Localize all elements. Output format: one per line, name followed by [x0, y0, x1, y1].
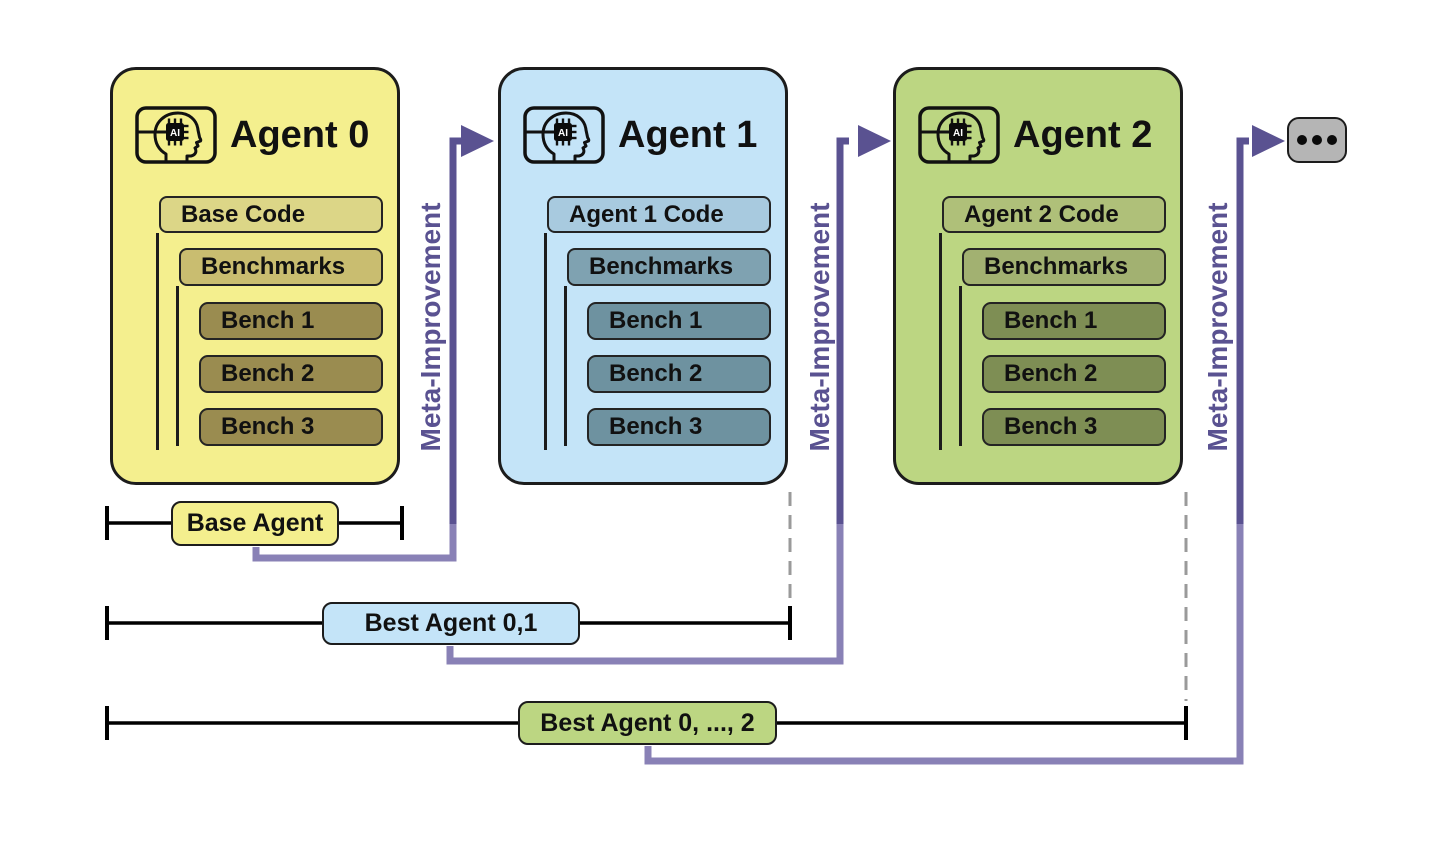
- tree-line: [176, 286, 179, 446]
- benchmarks-box: Benchmarks: [962, 248, 1166, 286]
- bench-box: Bench 2: [587, 355, 771, 393]
- meta-improvement-label-2: Meta-Improvement: [804, 202, 835, 452]
- ai-chip-label: AI: [170, 128, 180, 139]
- ai-head-chip-icon: AI: [918, 106, 1000, 164]
- bench-box: Bench 2: [199, 355, 383, 393]
- agent-card-header: AI Agent 0: [135, 106, 369, 164]
- agent-title: Agent 2: [1013, 114, 1153, 156]
- dot-icon: [1297, 135, 1307, 145]
- agent-title: Agent 0: [230, 114, 370, 156]
- meta-improvement-label-3: Meta-Improvement: [1202, 202, 1233, 452]
- agent-title: Agent 1: [618, 114, 758, 156]
- code-box: Base Code: [159, 196, 383, 233]
- bench-box: Bench 2: [982, 355, 1166, 393]
- arrowhead-icon: [1252, 125, 1285, 157]
- tree-line: [959, 286, 962, 446]
- benchmarks-box: Benchmarks: [179, 248, 383, 286]
- ai-chip-label: AI: [953, 128, 963, 139]
- tree-line: [939, 233, 942, 450]
- ai-head-chip-icon: AI: [523, 106, 605, 164]
- tree-line: [564, 286, 567, 446]
- timeline-label-best-agent-0-2: Best Agent 0, ..., 2: [518, 701, 777, 745]
- dot-icon: [1312, 135, 1322, 145]
- bench-box: Bench 1: [982, 302, 1166, 340]
- bench-box: Bench 1: [199, 302, 383, 340]
- agent-card-header: AI Agent 1: [523, 106, 757, 164]
- bench-box: Bench 1: [587, 302, 771, 340]
- ellipsis-continuation-box: [1287, 117, 1347, 163]
- code-box: Agent 2 Code: [942, 196, 1166, 233]
- bench-box: Bench 3: [199, 408, 383, 446]
- dot-icon: [1327, 135, 1337, 145]
- meta-improvement-label-1: Meta-Improvement: [415, 202, 446, 452]
- meta-improvement-arrow-2: [446, 125, 891, 665]
- bench-box: Bench 3: [587, 408, 771, 446]
- arrowhead-icon: [858, 125, 891, 157]
- ai-chip-label: AI: [558, 128, 568, 139]
- meta-improvement-arrow-3: [644, 125, 1285, 765]
- agent-card-1: AI Agent 1 Agent 1 Code Benchmarks Bench…: [498, 67, 788, 485]
- timeline-label-best-agent-0-1: Best Agent 0,1: [322, 602, 580, 645]
- agent-card-2: AI Agent 2 Agent 2 Code Benchmarks Bench…: [893, 67, 1183, 485]
- tree-line: [544, 233, 547, 450]
- timeline-label-base-agent: Base Agent: [171, 501, 339, 546]
- arrowhead-icon: [461, 125, 494, 157]
- code-box: Agent 1 Code: [547, 196, 771, 233]
- ai-head-chip-icon: AI: [135, 106, 217, 164]
- agent-card-0: AI Agent 0 Base Code Benchmarks Bench 1 …: [110, 67, 400, 485]
- agent-card-header: AI Agent 2: [918, 106, 1152, 164]
- benchmarks-box: Benchmarks: [567, 248, 771, 286]
- meta-improvement-arrow-1: [252, 125, 494, 562]
- tree-line: [156, 233, 159, 450]
- bench-box: Bench 3: [982, 408, 1166, 446]
